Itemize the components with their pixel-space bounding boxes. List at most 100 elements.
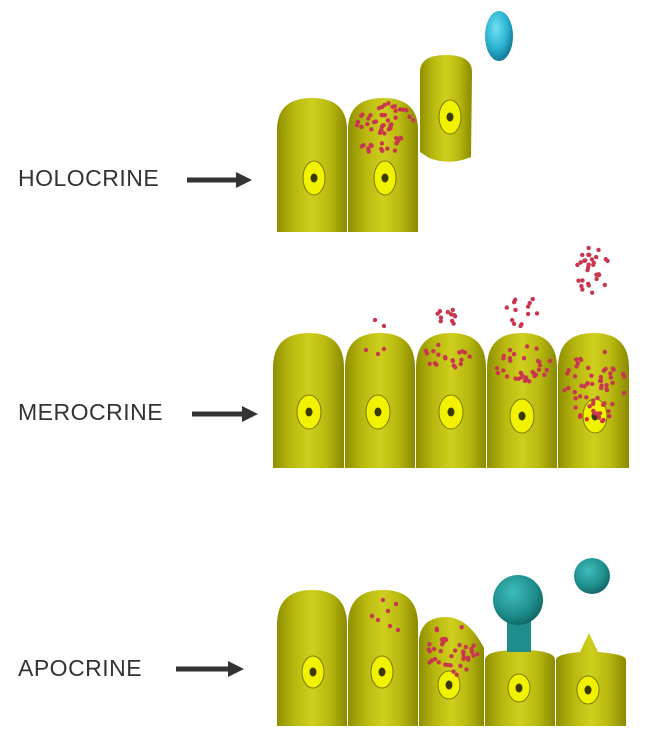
granule-dot [359,124,364,130]
granule-dot [459,625,464,630]
granule-dot [596,415,602,420]
granule-dot [622,374,627,379]
granule-dot [580,287,585,292]
granule-dot [522,378,528,384]
granule-dot [589,257,595,262]
granule-dot [533,372,539,378]
granule-dot [534,311,540,316]
granule-dot [355,119,361,125]
granule-dot [579,283,584,289]
granule-dot [380,597,386,603]
granule-dot [593,254,599,260]
granule-dot [436,660,441,665]
granule-dot [608,375,614,380]
granule-dot [366,146,371,151]
granule-dot [591,398,596,403]
holocrine-nucleus-1 [302,160,326,196]
granule-dot [450,358,456,363]
granule-dot [542,372,547,378]
granule-dot [385,118,391,123]
granule-dot [574,357,579,362]
granule-dot [589,373,594,378]
granule-dot [451,363,456,368]
granule-dot [475,651,480,657]
granule-dot [363,347,369,353]
granule-dot [449,312,454,317]
apocrine-granules [369,597,480,677]
granule-dot [450,307,455,313]
granule-dot [606,409,611,414]
granule-dot [586,262,591,267]
granule-dot [572,389,577,395]
granule-dot [509,317,515,323]
granule-dot [449,653,454,659]
granule-dot [495,370,501,376]
granule-dot [507,356,513,361]
granule-dot [525,311,531,317]
granule-dot [436,342,441,348]
granule-dot [445,662,450,668]
granule-dot [602,282,608,288]
granule-dot [530,369,535,375]
granule-dot [507,347,513,353]
granule-dot [573,396,578,401]
granule-dot [438,319,443,324]
granule-dot [467,354,472,359]
granule-dot [604,386,609,392]
granule-dot [382,102,387,108]
granule-dot [524,344,530,349]
granule-dot [597,411,603,416]
granule-dot [610,380,615,386]
granule-dot [604,382,609,388]
granule-dot [380,148,385,154]
granule-dot [434,627,440,633]
holocrine-arrow-icon [187,172,252,188]
apocrine-nucleus-1 [301,655,325,689]
granule-dot [577,414,583,419]
granule-dot [516,376,521,382]
holocrine-cells [277,11,513,232]
holocrine-nucleus-2 [373,160,397,196]
granule-dot [385,146,390,151]
apocrine-nucleus-3 [437,670,461,700]
granule-dot [586,283,592,288]
granule-dot [587,252,592,258]
granule-dot [461,656,466,662]
granule-dot [365,121,370,127]
granule-dot [429,658,434,663]
apocrine-label: APOCRINE [18,655,143,681]
granule-dot [469,646,474,652]
granule-dot [382,131,387,136]
granule-dot [621,390,627,396]
granule-dot [511,351,517,357]
granule-dot [452,648,458,653]
merocrine-label: MEROCRINE [18,399,164,425]
apocrine-arrow-icon [176,661,244,677]
granule-dot [388,126,393,131]
holocrine-nucleus-released [438,99,462,135]
granule-dot [594,276,599,282]
granule-dot [445,309,450,315]
granule-dot [427,648,432,654]
granule-dot [610,366,615,371]
granule-dot [449,318,455,324]
merocrine-nucleus-1 [296,394,322,430]
granule-dot [582,258,587,263]
granule-dot [537,362,543,368]
granule-dot [578,356,583,362]
granule-dot [462,350,468,355]
apocrine-nucleus-2 [370,655,394,689]
holocrine-product-droplet [485,11,513,61]
granule-dot [602,401,607,406]
granule-dot [586,245,591,251]
granule-dot [380,113,386,118]
granule-dot [379,141,385,146]
granule-dot [513,297,518,302]
granule-dot [381,346,387,352]
granule-dot [608,371,613,376]
granule-dot [565,371,570,376]
granule-dot [427,361,432,367]
granule-dot [601,417,606,423]
granule-dot [587,404,592,409]
granule-dot [368,142,373,148]
